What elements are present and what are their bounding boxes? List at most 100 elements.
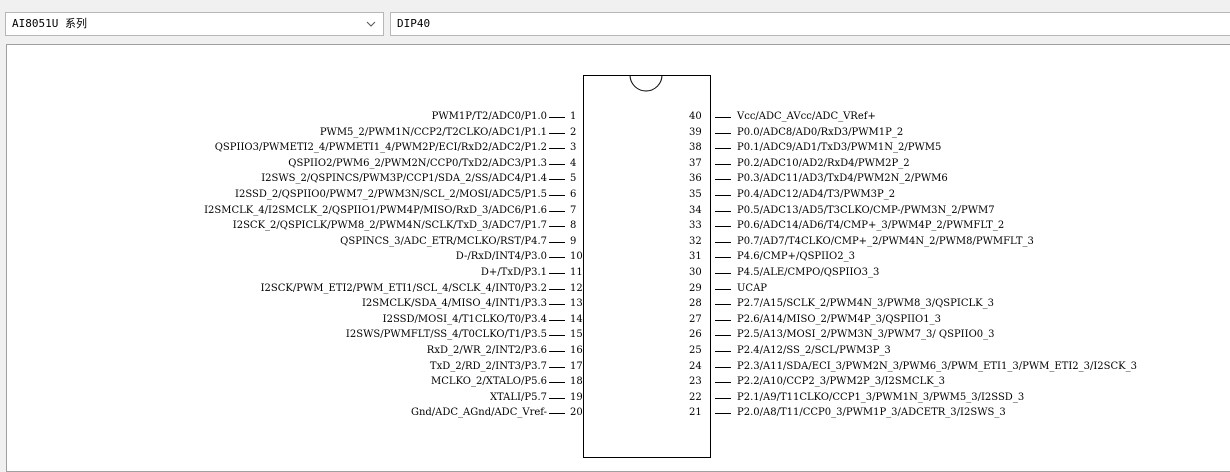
right-pin-lead — [715, 366, 731, 368]
left-pin-name: RxD_2/WR_2/INT2/P3.6 — [426, 345, 547, 356]
left-pin-name: I2SSD/MOSI_4/T1CLKO/T0/P3.4 — [382, 313, 547, 325]
right-pin-name: P0.7/AD7/T4CLKO/CMP+_2/PWM4N_2/PWM8/PWMF… — [737, 235, 1034, 247]
right-pin-number: 21 — [689, 407, 702, 419]
right-pin-lead — [715, 319, 731, 321]
package-field[interactable]: DIP40 — [390, 12, 1230, 36]
left-pin-lead — [549, 163, 565, 165]
right-pin-lead — [715, 148, 731, 150]
right-pin-name: P0.1/ADC9/AD1/TxD3/PWM1N_2/PWM5 — [737, 142, 942, 154]
right-pin-name: P4.6/CMP+/QSPIIO2_3 — [737, 251, 855, 263]
right-pin-lead — [715, 132, 731, 134]
right-pin-name: P0.3/ADC11/AD3/TxD4/PWM2N_2/PWM6 — [737, 173, 948, 185]
right-pin-lead — [715, 195, 731, 196]
right-pin-number: 24 — [689, 360, 702, 372]
left-pin-name: PWM5_2/PWM1N/CCP2/T2CLKO/ADC1/P1.1 — [319, 126, 547, 138]
left-pin-name: D-/RxD/INT4/P3.0 — [455, 251, 547, 263]
toolbar: AI8051U 系列 DIP40 — [0, 0, 1230, 44]
left-pin-number: 17 — [570, 360, 583, 372]
right-pin-number: 35 — [689, 189, 702, 200]
left-pin-number: 12 — [570, 282, 583, 294]
left-pin-number: 6 — [570, 189, 577, 200]
right-pin-name: P0.2/ADC10/AD2/RxD4/PWM2P_2 — [737, 157, 910, 169]
left-pin-lead — [549, 319, 565, 321]
left-pin-number: 5 — [570, 173, 577, 185]
right-pin-lead — [715, 413, 731, 415]
left-pin-name: I2SSD_2/QSPIIO0/PWM7_2/PWM3N/SCL_2/MOSI/… — [235, 189, 547, 200]
left-pin-name: I2SWS/PWMFLT/SS_4/T0CLKO/T1/P3.5 — [345, 329, 547, 341]
right-pin-name: P2.6/A14/MISO_2/PWM4P_3/QSPIIO1_3 — [737, 313, 941, 325]
right-pin-number: 37 — [689, 157, 702, 169]
right-pin-lead — [715, 226, 731, 228]
left-pin-lead — [549, 397, 565, 399]
left-pin-name: I2SCK_2/QSPICLK/PWM8_2/PWM4N/SCLK/TxD_3/… — [232, 220, 547, 232]
right-pin-lead — [715, 382, 731, 384]
left-pin-lead — [549, 241, 565, 243]
right-pin-number: 36 — [689, 173, 702, 185]
right-pin-name: P0.4/ADC12/AD4/T3/PWM3P_2 — [737, 189, 896, 200]
left-pin-number: 19 — [570, 391, 583, 403]
right-pin-name: P2.0/A8/T11/CCP0_3/PWM1P_3/ADCETR_3/I2SW… — [737, 407, 1006, 419]
package-field-value: DIP40 — [397, 17, 431, 30]
right-pin-number: 32 — [689, 235, 702, 247]
right-pin-lead — [715, 241, 731, 243]
right-pin-number: 23 — [689, 376, 702, 388]
left-pin-lead — [549, 148, 565, 150]
left-pin-number: 9 — [570, 235, 577, 247]
right-pin-name: P2.4/A12/SS_2/SCL/PWM3P_3 — [737, 345, 891, 356]
left-pin-number: 10 — [570, 251, 583, 263]
right-pin-lead — [715, 335, 731, 337]
left-pin-lead — [549, 382, 565, 384]
left-pin-lead — [549, 335, 565, 337]
right-pin-number: 25 — [689, 345, 702, 356]
right-pin-number: 30 — [689, 267, 702, 278]
right-pin-lead — [715, 179, 731, 181]
right-pin-lead — [715, 273, 731, 274]
left-pin-number: 18 — [570, 376, 583, 388]
left-pin-name: I2SMCLK/SDA_4/MISO_4/INT1/P3.3 — [361, 298, 547, 310]
right-pin-name: P0.0/ADC8/AD0/RxD3/PWM1P_2 — [737, 126, 904, 138]
left-pin-number: 3 — [570, 142, 577, 154]
left-pin-lead — [549, 117, 565, 118]
right-pin-number: 34 — [689, 204, 702, 216]
left-pin-lead — [549, 366, 565, 368]
left-pin-lead — [549, 132, 565, 134]
right-pin-lead — [715, 163, 731, 165]
left-pin-number: 2 — [570, 126, 577, 138]
right-pin-number: 31 — [689, 251, 702, 263]
right-pin-number: 39 — [689, 126, 702, 138]
right-pin-number: 38 — [689, 142, 702, 154]
right-pin-number: 27 — [689, 313, 702, 325]
left-pin-name: QSPIIO2/PWM6_2/PWM2N/CCP0/TxD2/ADC3/P1.3 — [288, 157, 547, 169]
left-pin-number: 15 — [570, 329, 583, 341]
right-pin-number: 29 — [689, 282, 702, 294]
left-pin-lead — [549, 413, 565, 415]
right-pin-name: P2.7/A15/SCLK_2/PWM4N_3/PWM8_3/QSPICLK_3 — [737, 298, 994, 310]
right-pin-lead — [715, 397, 731, 399]
right-pin-number: 28 — [689, 298, 702, 310]
left-pin-name: MCLKO_2/XTALO/P5.6 — [431, 376, 547, 388]
left-pin-number: 16 — [570, 345, 583, 356]
chevron-down-icon[interactable] — [365, 13, 377, 35]
left-pin-number: 4 — [570, 157, 577, 169]
left-pin-name: PWM1P/T2/ADC0/P1.0 — [431, 111, 547, 122]
left-pin-lead — [549, 273, 565, 274]
left-pin-name: D+/TxD/P3.1 — [480, 267, 547, 278]
left-pin-lead — [549, 257, 565, 259]
right-pin-name: Vcc/ADC_AVcc/ADC_VRef+ — [737, 111, 876, 122]
right-pin-lead — [715, 351, 731, 352]
right-pin-lead — [715, 117, 731, 118]
right-pin-name: P2.1/A9/T11CLKO/CCP1_3/PWM1N_3/PWM5_3/I2… — [737, 391, 1025, 403]
right-pin-lead — [715, 304, 731, 306]
right-pin-name: P0.6/ADC14/AD6/T4/CMP+_3/PWM4P_2/PWMFLT_… — [737, 220, 1005, 232]
right-pin-name: P0.5/ADC13/AD5/T3CLKO/CMP-/PWM3N_2/PWM7 — [737, 204, 995, 216]
right-pin-name: P4.5/ALE/CMPO/QSPIIO3_3 — [737, 267, 880, 278]
chip-notch — [629, 75, 663, 92]
right-pin-name: UCAP — [737, 282, 768, 294]
series-select[interactable]: AI8051U 系列 — [5, 12, 384, 36]
right-pin-number: 40 — [689, 111, 702, 122]
right-pin-name: P2.5/A13/MOSI_2/PWM3N_3/PWM7_3/ QSPIIO0_… — [737, 329, 995, 341]
right-pin-name: P2.3/A11/SDA/ECI_3/PWM2N_3/PWM6_3/PWM_ET… — [737, 360, 1138, 372]
left-pin-number: 8 — [570, 220, 577, 232]
right-pin-number: 26 — [689, 329, 702, 341]
